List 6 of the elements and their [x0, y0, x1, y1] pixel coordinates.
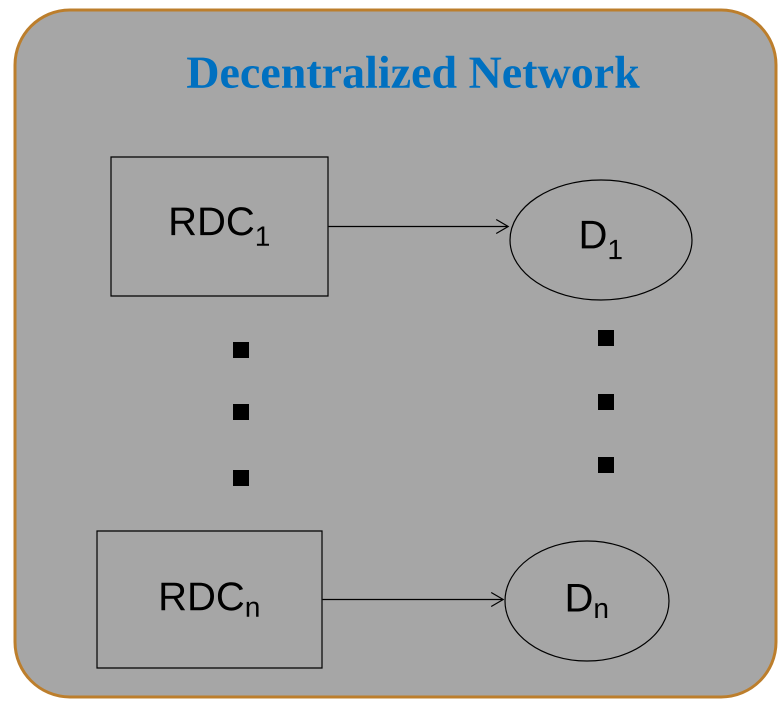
arrow [328, 218, 510, 234]
process-box: RDC$_{n}$ [96, 530, 323, 669]
process-box: RDC$_{1}$ [110, 156, 329, 297]
ellipse-node: D$_{n}$ [504, 540, 670, 662]
arrow [322, 592, 504, 607]
ellipse-node: D$_{1}$ [509, 179, 693, 301]
